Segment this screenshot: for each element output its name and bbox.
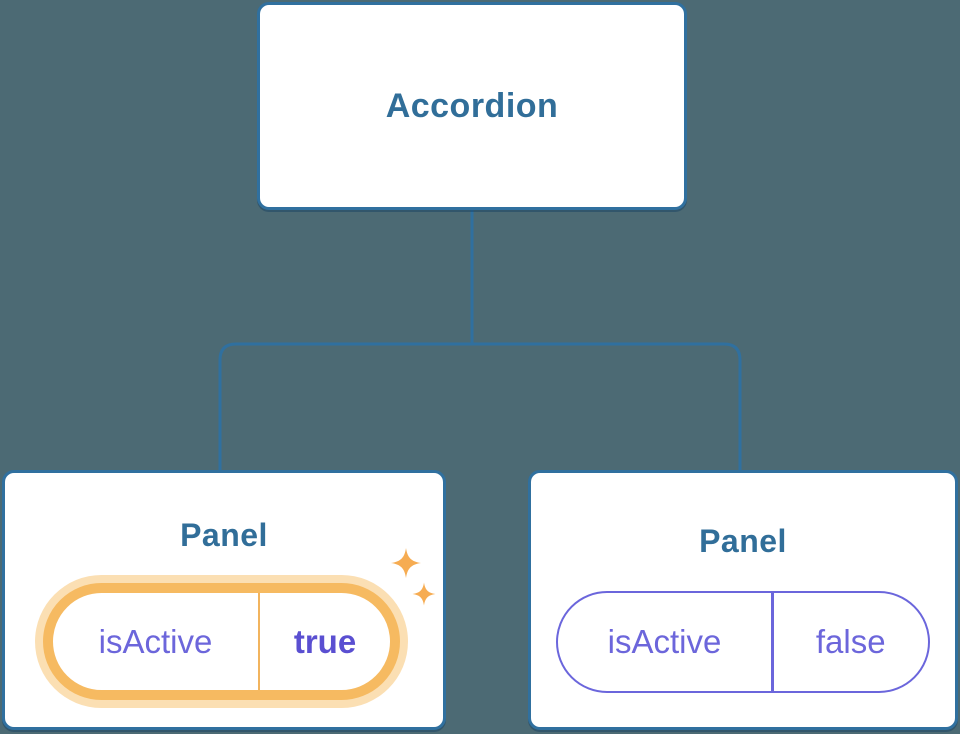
- state-value-label: true: [293, 622, 357, 660]
- pill-divider: [258, 593, 260, 690]
- sparkles-icon: [391, 548, 436, 606]
- connector-branch: [218, 342, 742, 472]
- panel-title: Panel: [180, 517, 268, 553]
- state-key-label: isActive: [607, 623, 722, 660]
- panel-component-box-active: Panel isActive true: [2, 470, 446, 730]
- panel-component-box-inactive: Panel isActive false: [528, 470, 958, 730]
- pill-divider: [771, 593, 774, 691]
- accordion-label: Accordion: [385, 86, 559, 125]
- accordion-component-box: Accordion: [257, 2, 687, 210]
- state-value-label: false: [815, 623, 886, 660]
- state-key-label: isActive: [98, 622, 213, 660]
- state-pill-active: isActive true: [43, 583, 400, 700]
- panel-title: Panel: [699, 523, 787, 559]
- state-pill-inactive: isActive false: [556, 591, 930, 693]
